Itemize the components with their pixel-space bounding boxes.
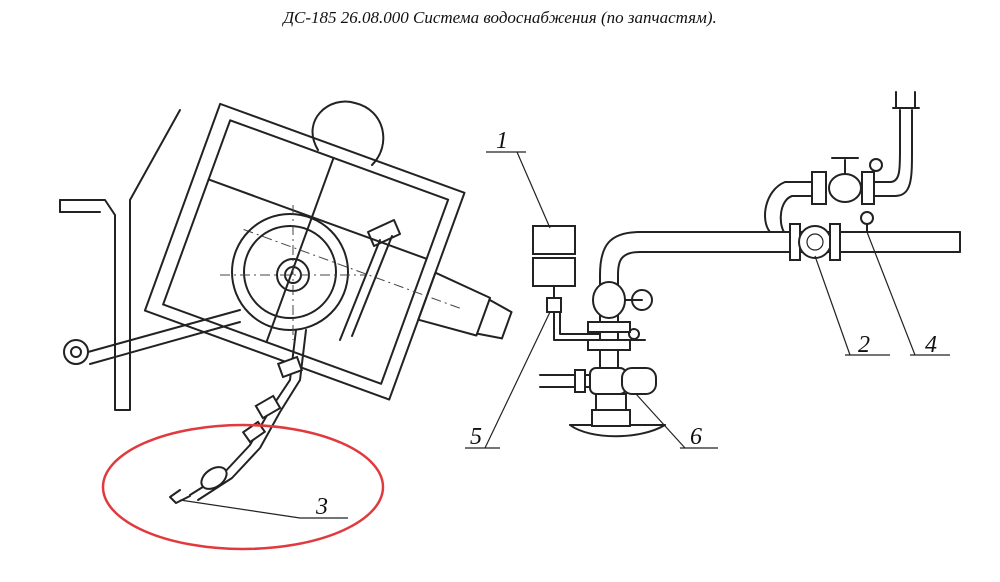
callout-5: 5	[470, 424, 482, 450]
callout-4: 4	[925, 332, 937, 358]
document-title: ДС-185 26.08.000 Система водоснабжения (…	[283, 8, 717, 27]
left-mixer-assembly	[59, 100, 513, 411]
callout-leaders	[179, 151, 950, 519]
highlight-ellipse	[101, 423, 385, 551]
callout-3: 3	[315, 494, 328, 520]
callout-6: 6	[690, 424, 702, 450]
right-pipeline-assembly	[532, 91, 961, 438]
hose-part-3	[169, 329, 307, 504]
callout-2: 2	[858, 332, 870, 358]
callout-1: 1	[496, 128, 508, 154]
